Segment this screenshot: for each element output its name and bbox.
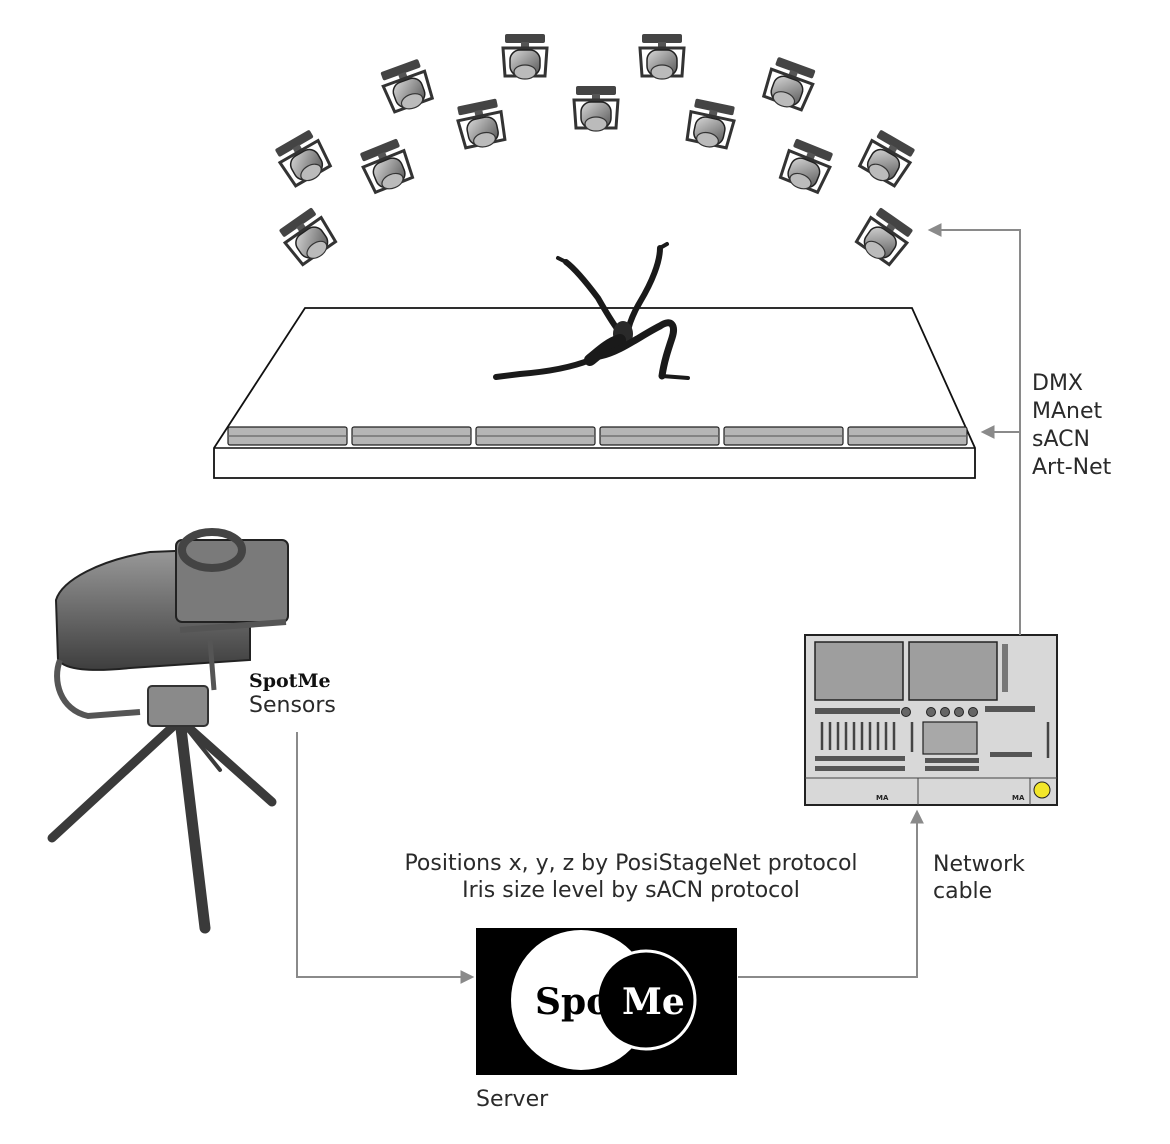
console-badge-left: MA	[876, 794, 889, 802]
moving-head-fixture	[759, 54, 820, 115]
console-yellow-knob	[1033, 781, 1051, 799]
spotme-followspot-sensor	[47, 528, 289, 934]
network-cable-label-line1: Network	[933, 852, 1025, 877]
protocol-label-sacn: sACN	[1032, 427, 1090, 452]
moving-head-fixture	[775, 136, 837, 198]
moving-head-fixtures	[271, 32, 919, 270]
arrow-server-to-console	[738, 809, 924, 978]
moving-head-fixture	[854, 126, 919, 191]
moving-head-fixture	[501, 32, 549, 81]
protocol-label-manet: MAnet	[1032, 399, 1103, 424]
lighting-console: MA MA	[804, 634, 1058, 806]
iris-protocol-label: Iris size level by sACN protocol	[462, 878, 800, 903]
logo-me-text: Me	[622, 981, 685, 1023]
positions-protocol-label: Positions x, y, z by PosiStageNet protoc…	[404, 851, 858, 876]
protocol-label-artnet: Art-Net	[1032, 455, 1112, 480]
stage-platform	[213, 307, 976, 479]
dancer-figure	[493, 242, 690, 380]
moving-head-fixture	[453, 96, 509, 153]
network-cable-label-line2: cable	[933, 879, 993, 904]
logo-spot-text: Spot	[535, 981, 627, 1023]
moving-head-fixture	[638, 32, 686, 81]
sensor-brand-label: SpotMe	[249, 670, 331, 692]
moving-head-fixture	[356, 136, 418, 198]
moving-head-fixture	[851, 204, 917, 270]
logo-me-circle	[595, 949, 697, 1051]
connector-arrows	[296, 223, 1021, 984]
sensor-label: Sensors	[249, 693, 336, 718]
server-label: Server	[476, 1087, 549, 1112]
moving-head-fixture	[271, 126, 336, 191]
tripod	[47, 714, 277, 934]
arrow-console-to-fixtures	[927, 223, 1021, 635]
protocol-label-dmx: DMX	[1032, 371, 1083, 396]
moving-head-fixture	[376, 56, 437, 117]
moving-head-fixture	[572, 84, 620, 133]
moving-head-fixture	[275, 204, 341, 270]
moving-head-fixture	[683, 96, 739, 153]
arrow-sensors-to-server	[296, 732, 475, 984]
spotme-server: Spot Me	[476, 928, 737, 1075]
console-badge-right: MA	[1012, 794, 1025, 802]
